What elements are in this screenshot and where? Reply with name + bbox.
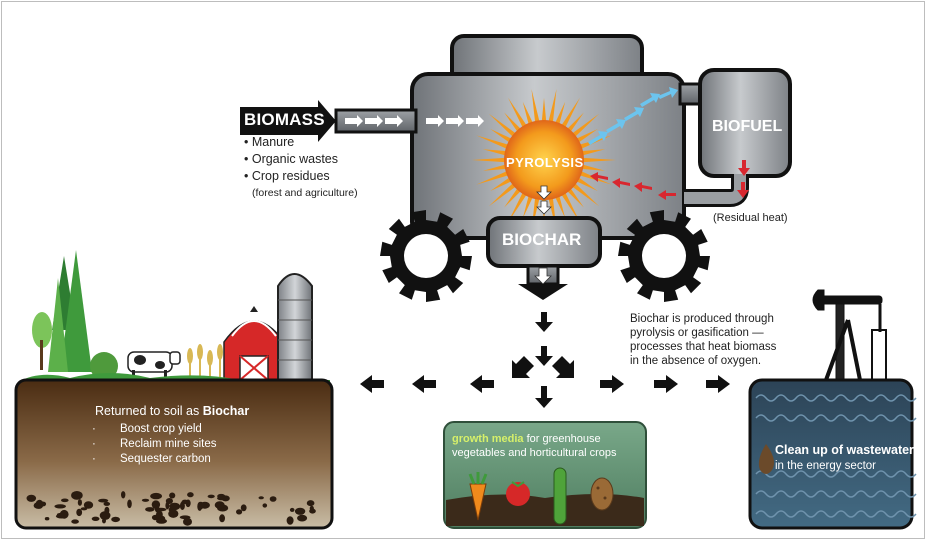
description-line: Biochar is produced through <box>630 313 774 325</box>
soil-title-bold: Biochar <box>202 404 250 418</box>
growth-media-caption: growth media for greenhouse vegetables a… <box>452 432 616 460</box>
sun-ray <box>581 157 616 163</box>
sun-ray <box>472 157 507 163</box>
biomass-arrow <box>240 100 336 142</box>
description-line: in the absence of oxygen. <box>630 355 762 367</box>
soil-benefit: · Boost crop yield <box>92 422 217 437</box>
soil-pebbles <box>26 491 316 526</box>
soil-benefit-text: Boost crop yield <box>120 423 202 435</box>
feed-arrows <box>345 115 484 127</box>
potato-icon <box>590 477 614 511</box>
heat-pipe <box>684 174 746 204</box>
sun-ray <box>482 149 508 156</box>
wastewater-caption: Clean up of wastewater in the energy sec… <box>775 443 914 474</box>
sun-ray <box>508 191 528 223</box>
outlet-arrow <box>534 267 552 285</box>
sun-ray <box>575 129 598 144</box>
description-line: processes that heat biomass <box>630 341 777 353</box>
residual-heat-label: (Residual heat) <box>713 212 788 224</box>
cow-icon <box>127 351 181 380</box>
soil-benefit: · Reclaim mine sites <box>92 437 217 452</box>
growth-rest: for greenhouse <box>523 433 601 445</box>
sun-ray <box>504 187 522 208</box>
biofuel-label: BIOFUEL <box>712 118 783 135</box>
bullet: · <box>92 438 96 450</box>
barn-icon <box>223 306 285 381</box>
soil-title: Returned to soil as Biochar <box>95 404 249 418</box>
wastewater-panel <box>748 378 914 530</box>
biomass-list: • Manure • Organic wastes • Crop residue… <box>244 134 358 202</box>
bullet: · <box>92 453 96 465</box>
sun-to-biochar-arrows <box>536 185 552 215</box>
sun-ray <box>488 113 517 138</box>
sun-ray <box>571 182 600 207</box>
biomass-item: • Organic wastes <box>244 152 338 166</box>
sun-ray <box>571 113 600 138</box>
sun-ray <box>482 164 508 171</box>
sun-ray <box>476 135 510 150</box>
sun-ray <box>560 97 580 129</box>
residual-heat-arrows <box>590 160 750 200</box>
oil-drop-icon <box>758 444 774 474</box>
sun-ray <box>548 89 557 124</box>
sun-ray <box>522 101 534 126</box>
carrot-icon <box>468 472 488 521</box>
sun-ray <box>566 112 584 133</box>
growth-bold: growth media <box>452 433 524 445</box>
wheat-icon <box>187 344 223 380</box>
oil-pumpjack-icon <box>812 289 887 383</box>
sun-ray <box>504 112 522 133</box>
soil-benefit-text: Sequester carbon <box>120 453 211 465</box>
biomass-title: BIOMASS <box>244 110 325 129</box>
sun-ray <box>554 101 566 126</box>
biomass-item: • Crop residues <box>244 169 330 183</box>
sun-ray <box>522 194 534 219</box>
cucumber-icon <box>553 467 567 525</box>
water-line2: in the energy sector <box>775 460 877 472</box>
pyrolysis-label: PYROLYSIS <box>506 155 584 170</box>
soil-benefit: · Sequester carbon <box>92 452 217 467</box>
soil-benefit-text: Reclaim mine sites <box>120 438 217 450</box>
outlet-funnel <box>518 284 568 300</box>
silo-icon <box>277 273 313 381</box>
sun-ray <box>566 187 584 208</box>
growth-line2: vegetables and horticultural crops <box>452 447 617 459</box>
sun-ray <box>490 129 513 144</box>
sun-ray <box>554 194 566 219</box>
sun-ray <box>575 176 598 191</box>
water-waves <box>755 394 917 518</box>
soil-title-prefix: Returned to soil as <box>95 404 203 418</box>
sun-ray <box>560 191 580 223</box>
sun-ray <box>580 164 606 171</box>
tomato-icon <box>506 481 530 506</box>
biomass-item: • Manure <box>244 135 295 149</box>
sun-ray <box>508 97 528 129</box>
sun-ray <box>488 182 517 207</box>
farm-scene <box>18 250 330 390</box>
sun-ray <box>476 170 510 185</box>
description-line: pyrolysis or gasification — <box>630 327 764 339</box>
distribution-arrows <box>360 312 730 408</box>
soil-panel <box>14 378 334 530</box>
bullet: · <box>92 423 96 435</box>
soil-benefits-list: · Boost crop yield · Reclaim mine sites · S… <box>92 422 217 467</box>
water-bold: Clean up of wastewater <box>775 443 914 457</box>
left-gear-icon <box>380 210 472 302</box>
sun-ray <box>580 149 606 156</box>
sun-ray <box>541 98 547 123</box>
process-description: Biochar is produced through pyrolysis or… <box>630 312 776 368</box>
right-gear-icon <box>618 210 710 302</box>
sun-ray <box>490 176 513 191</box>
biochar-label: BIOCHAR <box>502 230 582 249</box>
biomass-note: (forest and agriculture) <box>252 187 358 199</box>
sun-ray <box>531 89 540 124</box>
